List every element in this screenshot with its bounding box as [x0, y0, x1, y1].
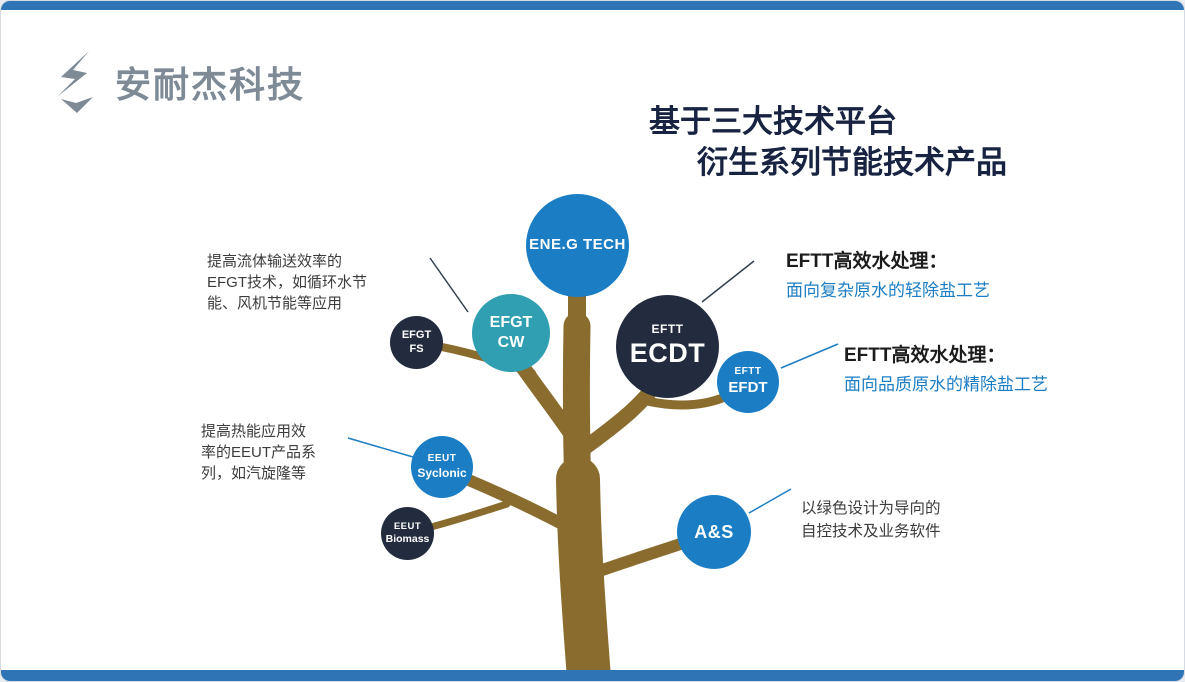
title-line-1: 基于三大技术平台	[649, 104, 897, 139]
annotation-efgt-line3: 能、风机节能等应用	[207, 295, 343, 312]
node-ecdt-line1: EFTT	[651, 322, 684, 337]
title-line-2: 衍生系列节能技术产品	[697, 145, 1007, 180]
annotation-eftt-ecdt-title: EFTT高效水处理：	[786, 251, 948, 272]
node-ene-g-tech: ENE.G TECH	[526, 194, 629, 297]
lightning-bolt-icon	[57, 51, 93, 113]
node-efgt-cw: EFGT CW	[472, 294, 550, 372]
node-eeut-biomass-line1: EEUT	[393, 521, 422, 532]
connector-eftt2-annotation	[780, 343, 839, 369]
annotation-eftt-efdt-title: EFTT高效水处理：	[844, 345, 1006, 366]
annotation-eeut: 提高热能应用效 率的EEUT产品系 列，如汽旋隆等	[201, 421, 316, 484]
node-efdt-line2: EFDT	[728, 378, 768, 396]
node-eeut-biomass: EEUT Biomass	[381, 507, 434, 560]
node-efdt: EFTT EFDT	[717, 351, 779, 413]
node-a-and-s-label: A&S	[694, 521, 734, 542]
top-accent-bar	[1, 1, 1184, 10]
annotation-eftt-ecdt-desc: 面向复杂原水的轻除盐工艺	[786, 281, 990, 300]
node-efdt-line1: EFTT	[734, 366, 762, 378]
node-ecdt-line2: ECDT	[629, 338, 706, 369]
node-efgt-fs: EFGT FS	[390, 316, 443, 369]
node-eeut-syclonic-line1: EEUT	[427, 453, 457, 465]
annotation-eftt-efdt: EFTT高效水处理： 面向品质原水的精除盐工艺	[844, 345, 1048, 395]
annotation-eeut-line1: 提高热能应用效	[201, 423, 307, 440]
node-eeut-syclonic: EEUT Syclonic	[411, 436, 473, 498]
tree-trunk-mid	[562, 312, 592, 507]
annotation-eeut-line2: 率的EEUT产品系	[201, 444, 317, 461]
node-ecdt: EFTT ECDT	[616, 295, 719, 398]
annotation-eftt-efdt-desc: 面向品质原水的精除盐工艺	[844, 375, 1048, 394]
node-efgt-cw-line1: EFGT	[489, 314, 533, 331]
logo: 安耐杰科技	[53, 51, 305, 113]
annotation-efgt-line2: EFGT技术，如循环水节	[207, 274, 367, 291]
annotation-eftt-ecdt: EFTT高效水处理： 面向复杂原水的轻除盐工艺	[786, 251, 990, 301]
annotation-a-and-s-line2: 自控技术及业务软件	[801, 523, 941, 540]
node-efgt-cw-line2: CW	[497, 334, 525, 351]
connector-efgt-annotation	[429, 257, 469, 313]
annotation-a-and-s: 以绿色设计为导向的 自控技术及业务软件	[801, 497, 941, 543]
annotation-eeut-line3: 列，如汽旋隆等	[201, 465, 307, 482]
annotation-efgt: 提高流体输送效率的 EFGT技术，如循环水节 能、风机节能等应用	[207, 251, 367, 314]
node-ene-g-tech-label: ENE.G TECH	[529, 236, 626, 254]
connector-as-annotation	[748, 488, 792, 514]
bottom-accent-bar	[1, 670, 1184, 681]
connector-eeut-annotation	[347, 437, 414, 458]
annotation-a-and-s-line1: 以绿色设计为导向的	[801, 500, 941, 517]
node-a-and-s: A&S	[677, 495, 751, 569]
logo-text: 安耐杰科技	[115, 64, 306, 105]
annotation-efgt-line1: 提高流体输送效率的	[207, 253, 343, 270]
node-eeut-biomass-line2: Biomass	[385, 532, 430, 545]
node-efgt-fs-line2: FS	[409, 342, 424, 355]
node-eeut-syclonic-line2: Syclonic	[417, 465, 467, 480]
connector-eftt1-annotation	[701, 260, 755, 303]
slide-title: 基于三大技术平台 衍生系列节能技术产品	[649, 101, 1007, 183]
node-efgt-fs-line1: EFGT	[401, 328, 432, 341]
